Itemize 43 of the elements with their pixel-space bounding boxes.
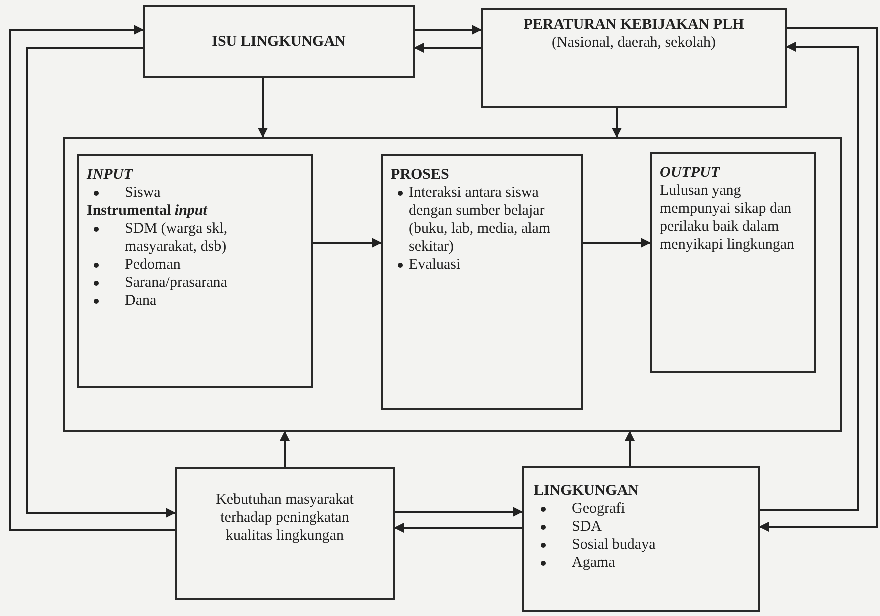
arrow [395,507,523,517]
arrow [258,78,268,138]
arrow [414,43,481,53]
arrow [759,27,878,532]
bullet-item: Geografi [534,500,748,518]
box-heading: INPUT [87,166,134,184]
bullet-item: Dana [87,292,303,310]
arrow [313,238,382,248]
arrow [280,431,290,467]
box-heading: PROSES [391,166,450,184]
arrow [9,25,175,531]
arrow [26,47,176,518]
arrow [415,25,482,35]
bullet-item: Sosial budaya [534,536,748,554]
bullet-item: Interaksi antara siswa dengan sumber belajar (buku, lab, media, alam sekitar) [391,184,573,256]
process-box [650,152,816,373]
process-box [77,154,313,388]
process-box [481,8,787,108]
bullet-item: SDA [534,518,748,536]
bullet-item: Siswa [87,184,303,202]
box-heading: ISU LINGKUNGAN [212,32,346,50]
arrow [625,431,635,466]
bullet-item: Sarana/prasarana [87,274,303,292]
process-box [175,467,395,600]
box-heading: PERATURAN KEBIJAKAN PLH [524,16,744,34]
arrow [612,108,622,138]
frame-box [63,137,842,432]
bullet-item: Pedoman [87,256,303,274]
arrow [394,523,522,533]
box-text: (Nasional, daerah, sekolah) [552,34,716,52]
bullet-item: Evaluasi [391,256,573,274]
bullet-item: Agama [534,554,748,572]
bullet-item: SDM (warga skl, masyarakat, dsb) [87,220,303,256]
box-text: Kebutuhan masyarakat terhadap peningkatan kualitas lingkungan [215,491,355,545]
arrow [760,42,859,511]
process-box [143,5,415,78]
box-heading: LINGKUNGAN [534,482,640,500]
process-box [522,466,760,612]
process-box [381,154,583,410]
box-heading: OUTPUT [660,164,722,182]
box-text: Lulusan yang mempunyai sikap dan perilaku baik dalam menyikapi lingkungan [660,182,796,254]
arrow [583,238,651,248]
subheading: Instrumental input [87,202,209,220]
